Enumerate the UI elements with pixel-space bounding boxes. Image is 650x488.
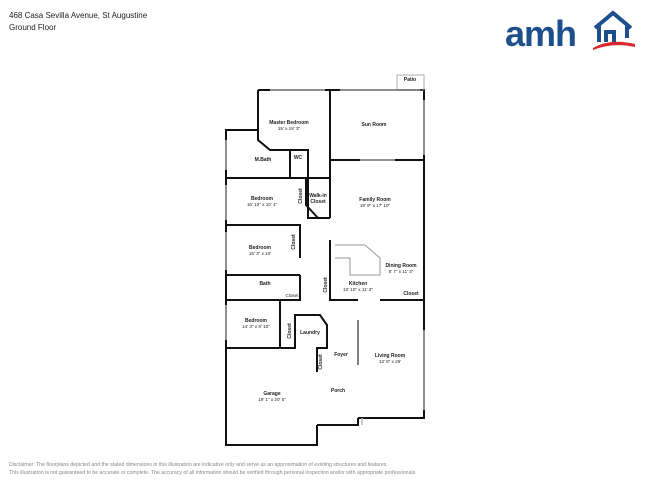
room-walk-in-closet: Closet — [310, 199, 326, 205]
room-living-room-dims: 13' 8" x 25' — [379, 359, 401, 364]
room-laundry: Laundry — [300, 330, 320, 336]
room-garage-dims: 19' 1" x 20' 5" — [258, 397, 286, 402]
room-sun-room: Sun Room — [362, 122, 388, 128]
room-garage: Garage — [263, 391, 280, 397]
room-dining-room-dims: 8' 7" x 11' 3" — [389, 269, 414, 274]
svg-text:amh: amh — [505, 13, 576, 53]
room-master-bedroom: Master Bedroom — [269, 120, 309, 126]
room-master-bedroom-dims: 15' x 18' 3" — [278, 126, 301, 131]
room-bedroom-3-dims: 14' 3" x 9' 10" — [242, 324, 270, 329]
floor-label: Ground Floor — [9, 23, 57, 32]
room-bedroom-2: Bedroom — [249, 245, 272, 251]
room-bedroom-3: Bedroom — [245, 318, 268, 324]
room-bath: Bath — [259, 281, 270, 287]
room-dining-room: Dining Room — [385, 263, 417, 269]
room-bedroom-1: Bedroom — [251, 196, 274, 202]
room-porch: Porch — [331, 388, 345, 394]
room-closet-4: Closet — [285, 293, 299, 298]
room-closet-7: Closet — [318, 354, 324, 370]
windows — [225, 89, 425, 425]
room-living-room: Living Room — [375, 353, 406, 359]
room-wc: WC — [294, 155, 303, 161]
room-closet-6: Closet — [287, 323, 293, 339]
disclaimer-line-2: This illustration is not guaranteed to b… — [9, 470, 417, 476]
room-patio: Patio — [404, 77, 416, 83]
kitchen-counter — [335, 244, 381, 276]
room-closet-5: Closet — [403, 291, 419, 297]
room-closet-2: Closet — [291, 234, 297, 250]
patio-outline — [396, 74, 425, 91]
amh-logo: amh — [505, 10, 635, 53]
room-family-room-dims: 19' 9" x 17' 10" — [360, 203, 391, 208]
room-foyer: Foyer — [334, 352, 348, 358]
room-kitchen: Kitchen — [349, 281, 367, 287]
room-bedroom-2-dims: 15' 3" x 10' — [249, 251, 271, 256]
room-m-bath: M.Bath — [255, 157, 272, 163]
room-kitchen-dims: 10' 10" x 11' 3" — [343, 287, 373, 292]
room-closet-3: Closet — [323, 277, 329, 293]
room-family-room: Family Room — [359, 197, 391, 203]
room-bedroom-1-dims: 16' 10" x 10' 1" — [247, 202, 278, 207]
room-walk-in: Walk-in — [309, 193, 327, 199]
disclaimer-line-1: Disclaimer: The floorplans depicted and … — [9, 462, 388, 468]
room-closet-1: Closet — [298, 188, 304, 204]
property-address: 468 Casa Sevilla Avenue, St Augustine — [9, 11, 148, 20]
walls — [225, 89, 425, 446]
